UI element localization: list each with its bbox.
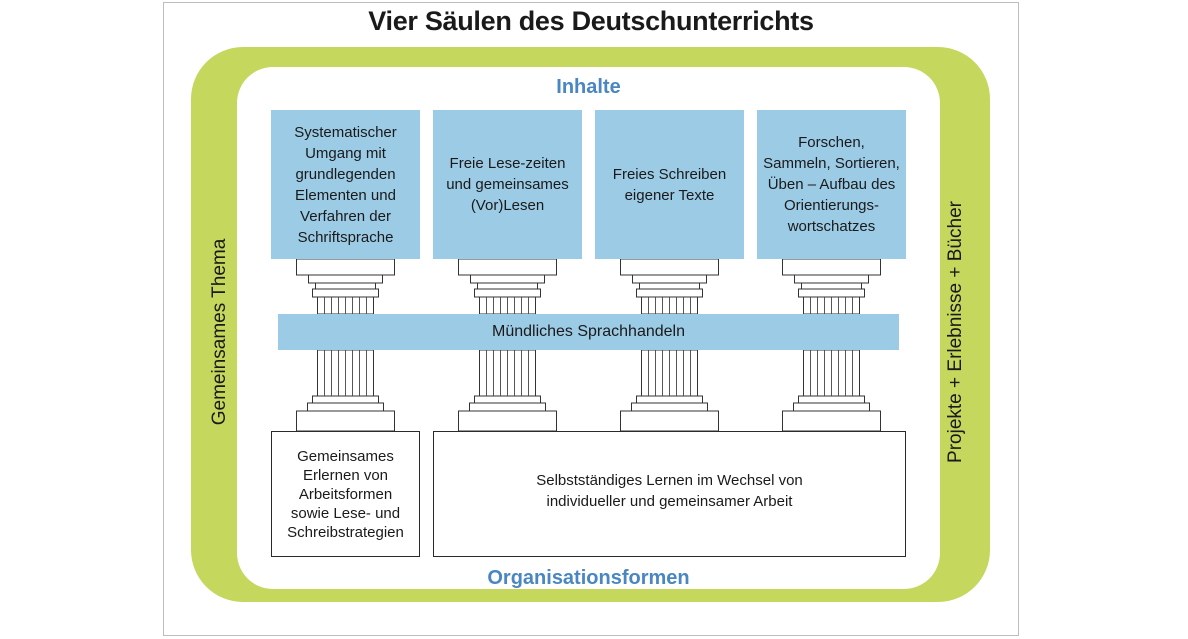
bottom-label-organisationsformen: Organisationsformen <box>487 567 690 589</box>
pillar-4-abacus <box>782 258 881 276</box>
pillar-1-echinus <box>308 274 383 284</box>
base-right-box: Selbstständiges Lernen im Wechsel von in… <box>433 431 906 557</box>
pillar-2-abacus <box>458 258 557 276</box>
pillar-4-torus <box>798 395 865 404</box>
band-muendliches-sprachhandeln: Mündliches Sprachhandeln <box>278 314 899 350</box>
pillar-4-capital: Forschen, Sammeln, Sortieren, Üben – Auf… <box>757 110 906 259</box>
top-label-inhalte: Inhalte <box>556 76 621 98</box>
pillar-4-necking <box>801 282 862 290</box>
pillar-1-astragal <box>312 288 379 298</box>
pillar-2-echinus <box>470 274 545 284</box>
pillar-1-capital: Systematischer Umgang mit grundlegenden … <box>271 110 420 259</box>
pillar-3-capital: Freies Schreiben eigener Texte <box>595 110 744 259</box>
pillar-2-torus <box>474 395 541 404</box>
pillar-4-plinth <box>782 410 881 432</box>
pillar-3-torus <box>636 395 703 404</box>
pillar-1-plinth-top <box>307 402 384 412</box>
pillar-3-echinus <box>632 274 707 284</box>
pillar-1-necking <box>315 282 376 290</box>
pillar-3-plinth <box>620 410 719 432</box>
diagram-title: Vier Säulen des Deutschunterrichts <box>368 6 814 36</box>
pillar-1-torus <box>312 395 379 404</box>
pillar-3-plinth-top <box>631 402 708 412</box>
pillar-4-astragal <box>798 288 865 298</box>
pillar-4-echinus <box>794 274 869 284</box>
pillar-2-capital: Freie Lese-zeiten und gemeinsames (Vor)L… <box>433 110 582 259</box>
pillar-1-abacus <box>296 258 395 276</box>
pillar-4-plinth-top <box>793 402 870 412</box>
pillar-3-abacus <box>620 258 719 276</box>
pillar-3-astragal <box>636 288 703 298</box>
pillar-3-necking <box>639 282 700 290</box>
pillar-2-astragal <box>474 288 541 298</box>
pillar-2-plinth-top <box>469 402 546 412</box>
pillar-2-plinth <box>458 410 557 432</box>
base-left-box: Gemeinsames Erlernen von Arbeitsformen s… <box>271 431 420 557</box>
pillar-1-plinth <box>296 410 395 432</box>
pillar-2-necking <box>477 282 538 290</box>
